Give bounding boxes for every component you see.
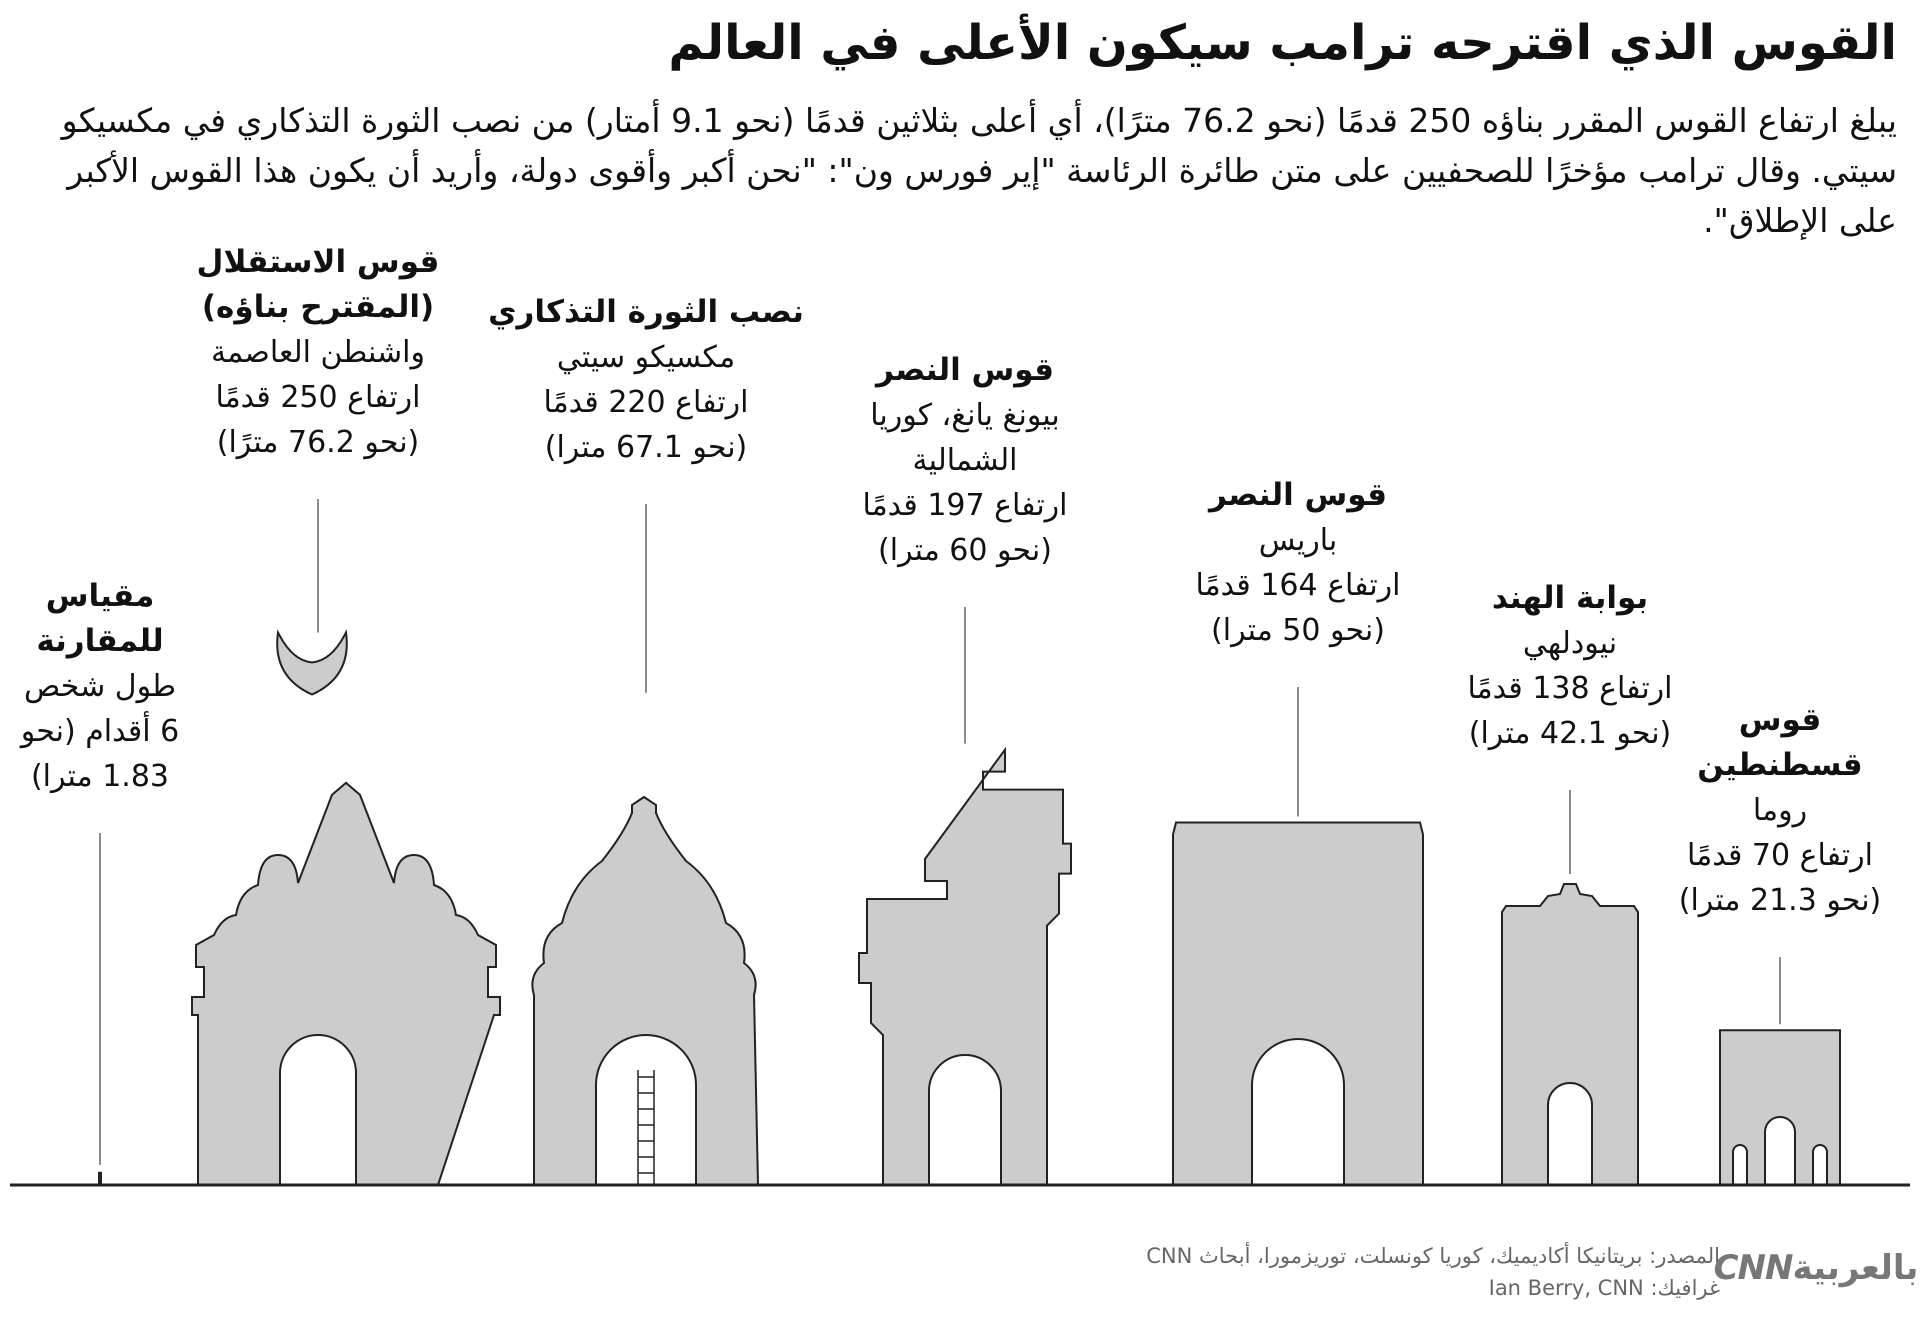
label-independence: قوس الاستقلال (المقترح بناؤه) واشنطن العاص… bbox=[197, 244, 440, 460]
label-line: (نحو 60 مترا) bbox=[878, 533, 1052, 568]
label-person: مقياس للمقارنة طول شخص 6 أقدام (نحو 1.83 متر… bbox=[19, 578, 179, 794]
label-line: روما bbox=[1753, 793, 1807, 828]
label-line: ارتفاع 220 قدمًا bbox=[543, 385, 748, 420]
label-line: قسطنطين bbox=[1697, 747, 1862, 783]
cnn-arabic-logo: CNN بالعربية bbox=[1714, 1238, 1920, 1298]
label-line: قوس النصر bbox=[874, 352, 1054, 388]
silhouette-india bbox=[1501, 883, 1639, 1186]
label-line: بوابة الهند bbox=[1492, 580, 1648, 616]
label-line: ارتفاع 138 قدمًا bbox=[1467, 671, 1672, 706]
label-constantine: قوس قسطنطين روما ارتفاع 70 قدمًا (نحو 21.3 م… bbox=[1679, 702, 1882, 918]
label-line: (المقترح بناؤه) bbox=[202, 289, 434, 325]
label-line: نصب الثورة التذكاري bbox=[488, 294, 804, 330]
label-paris: قوس النصر باريس ارتفاع 164 قدمًا (نحو 50 مت… bbox=[1195, 477, 1400, 648]
label-line: ارتفاع 250 قدمًا bbox=[215, 380, 420, 415]
label-line: ارتفاع 164 قدمًا bbox=[1195, 568, 1400, 603]
silhouette-constantine bbox=[1719, 1029, 1841, 1186]
label-line: قوس bbox=[1739, 702, 1822, 738]
label-line: (نحو 50 مترا) bbox=[1211, 613, 1385, 648]
label-line: طول شخص bbox=[24, 669, 176, 704]
ladder-revolution bbox=[637, 1070, 655, 1185]
label-revolution: نصب الثورة التذكاري مكسيكو سيتي ارتفاع 220… bbox=[488, 294, 804, 465]
label-line: للمقارنة bbox=[36, 623, 163, 659]
landmark-pyongyang: قوس النصر بيونغ يانغ، كوريا الشمالية ارتفاع… bbox=[858, 352, 1072, 1186]
label-line: قوس النصر bbox=[1207, 477, 1387, 513]
landmark-india: بوابة الهند نيودلهي ارتفاع 138 قدمًا (نحو 4… bbox=[1467, 580, 1673, 1186]
source-note: المصدر: بريتانيكا أكاديميك، كوريا كونسلت… bbox=[1146, 1244, 1720, 1268]
label-line: (نحو 42.1 مترا) bbox=[1469, 716, 1672, 751]
silhouette-independence bbox=[191, 629, 501, 1186]
silhouette-pyongyang bbox=[858, 746, 1072, 1186]
label-line: 6 أقدام (نحو bbox=[19, 710, 179, 749]
label-line: الشمالية bbox=[913, 443, 1018, 478]
landmark-person: مقياس للمقارنة طول شخص 6 أقدام (نحو 1.83 متر… bbox=[19, 578, 179, 1185]
graphic-credit: غرافيك: Ian Berry, CNN bbox=[1488, 1276, 1720, 1300]
silhouette-revolution bbox=[531, 795, 760, 1186]
chart-footer: المصدر: بريتانيكا أكاديميك، كوريا كونسلت… bbox=[820, 1240, 1720, 1304]
label-line: نيودلهي bbox=[1523, 626, 1617, 661]
label-line: (نحو 21.3 مترا) bbox=[1679, 883, 1882, 918]
label-line: ارتفاع 197 قدمًا bbox=[862, 488, 1067, 523]
logo-latin: CNN bbox=[1713, 1248, 1794, 1288]
logo-arabic: بالعربية bbox=[1792, 1248, 1919, 1288]
landmark-constantine: قوس قسطنطين روما ارتفاع 70 قدمًا (نحو 21.3 م… bbox=[1679, 702, 1882, 1186]
landmark-revolution: نصب الثورة التذكاري مكسيكو سيتي ارتفاع 220… bbox=[488, 294, 804, 1186]
page-subtitle: يبلغ ارتفاع القوس المقرر بناؤه 250 قدمًا… bbox=[61, 101, 1897, 240]
landmark-independence: قوس الاستقلال (المقترح بناؤه) واشنطن العاص… bbox=[191, 244, 501, 1186]
label-pyongyang: قوس النصر بيونغ يانغ، كوريا الشمالية ارتفاع… bbox=[862, 352, 1067, 568]
label-line: 1.83 مترا) bbox=[31, 759, 169, 794]
label-line: مكسيكو سيتي bbox=[557, 340, 735, 375]
label-line: (نحو 76.2 مترًا) bbox=[217, 425, 420, 460]
label-line: واشنطن العاصمة bbox=[211, 335, 425, 370]
label-india: بوابة الهند نيودلهي ارتفاع 138 قدمًا (نحو 4… bbox=[1467, 580, 1672, 751]
label-line: بيونغ يانغ، كوريا bbox=[870, 398, 1060, 433]
silhouette-paris bbox=[1172, 821, 1424, 1186]
label-line: قوس الاستقلال bbox=[197, 244, 440, 280]
label-line: باريس bbox=[1259, 523, 1338, 558]
label-line: (نحو 67.1 مترا) bbox=[545, 430, 748, 465]
landmark-paris: قوس النصر باريس ارتفاع 164 قدمًا (نحو 50 مت… bbox=[1172, 477, 1424, 1186]
label-line: مقياس bbox=[46, 578, 155, 614]
page-title: القوس الذي اقترحه ترامب سيكون الأعلى في … bbox=[668, 15, 1897, 71]
label-line: ارتفاع 70 قدمًا bbox=[1687, 838, 1873, 873]
